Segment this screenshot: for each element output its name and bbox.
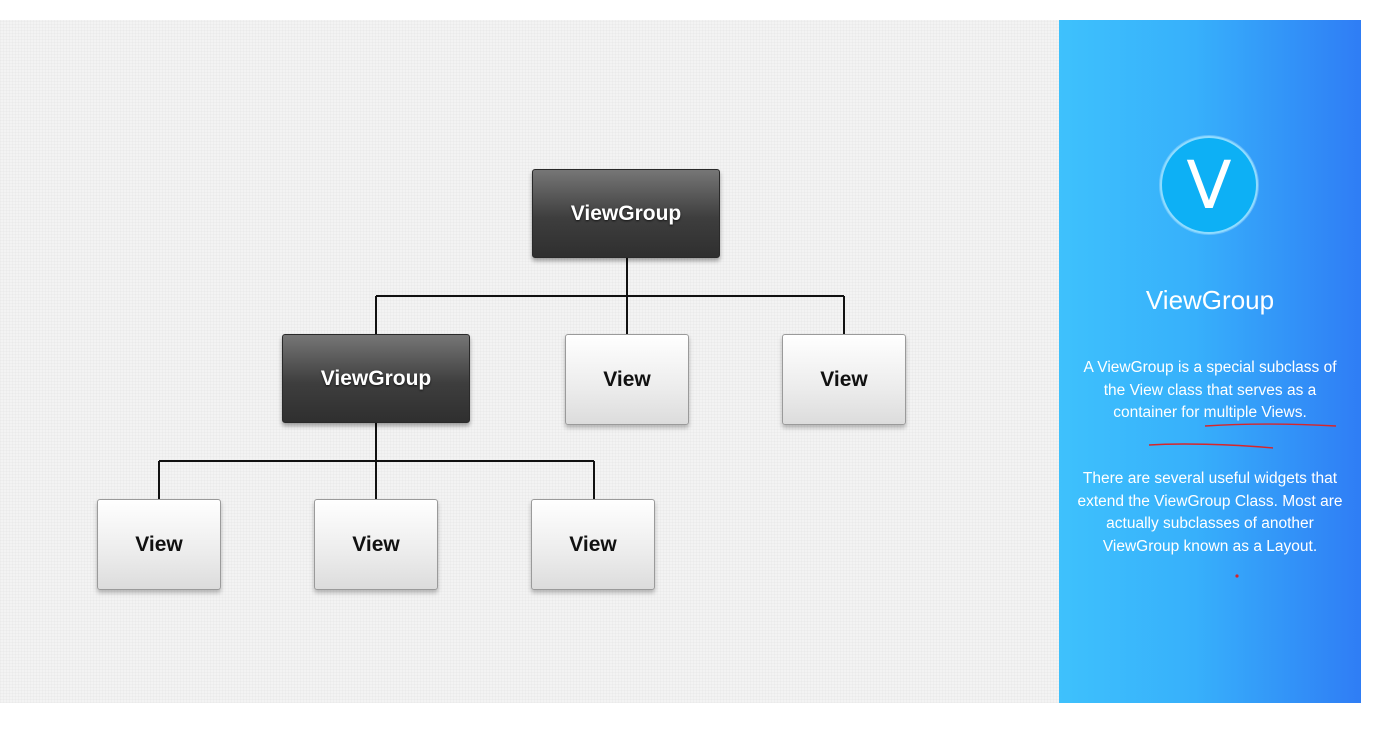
widgets-paragraph: There are several useful widgets that ex… — [1077, 470, 1343, 555]
hierarchy-diagram: ViewGroup ViewGroup View View View View … — [0, 20, 1059, 703]
slide: ViewGroup ViewGroup View View View View … — [0, 20, 1361, 703]
node-label: View — [352, 532, 400, 556]
connector-lines — [158, 258, 845, 500]
node-label: ViewGroup — [320, 366, 432, 390]
info-panel: V ViewGroup A ViewGroup is a special sub… — [1059, 20, 1361, 703]
ink-dot — [1235, 574, 1239, 578]
underline-stroke — [1148, 443, 1274, 449]
panel-title: ViewGroup — [1145, 285, 1275, 315]
view-node: View — [565, 334, 689, 425]
node-label: View — [135, 532, 183, 556]
view-node: View — [314, 499, 438, 590]
view-node: View — [97, 499, 221, 590]
node-label: View — [820, 367, 868, 391]
view-node: View — [782, 334, 906, 425]
view-node: View — [531, 499, 655, 590]
child-viewgroup-node: ViewGroup — [282, 334, 470, 423]
v-logo-icon: V — [1160, 136, 1258, 234]
logo-letter: V — [1186, 147, 1232, 224]
node-label: View — [569, 532, 617, 556]
node-label: View — [603, 367, 651, 391]
node-label: ViewGroup — [570, 201, 682, 225]
root-viewgroup-node: ViewGroup — [532, 169, 720, 258]
description-paragraph: A ViewGroup is a special subclass of the… — [1083, 359, 1337, 421]
